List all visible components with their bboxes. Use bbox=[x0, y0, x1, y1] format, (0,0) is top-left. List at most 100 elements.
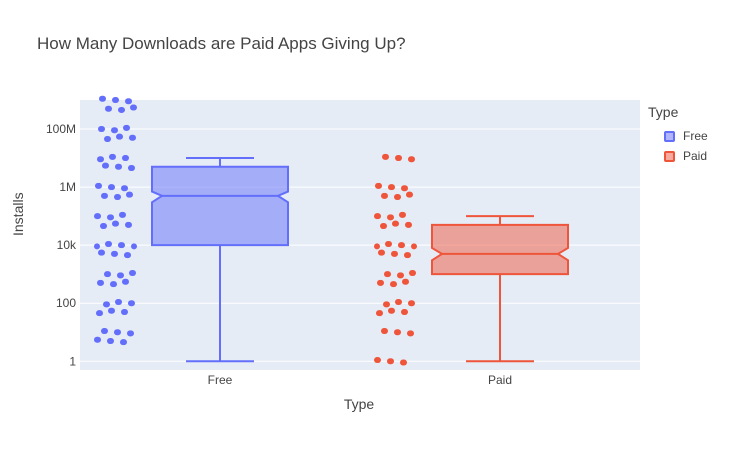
outlier-point bbox=[393, 220, 399, 227]
outlier-point bbox=[409, 300, 415, 307]
y-tick-label: 1M bbox=[59, 180, 76, 194]
outlier-point bbox=[113, 220, 119, 227]
outlier-point bbox=[117, 133, 123, 140]
outlier-point bbox=[395, 329, 401, 336]
outlier-point bbox=[396, 299, 402, 306]
outlier-point bbox=[124, 124, 130, 131]
outlier-point bbox=[381, 223, 387, 230]
chart-title: How Many Downloads are Paid Apps Giving … bbox=[37, 34, 406, 53]
outlier-point bbox=[386, 240, 392, 247]
outlier-point bbox=[119, 242, 125, 249]
outlier-point bbox=[402, 185, 408, 192]
outlier-point bbox=[103, 162, 109, 169]
outlier-point bbox=[128, 330, 134, 337]
outlier-point bbox=[116, 299, 122, 306]
outlier-point bbox=[374, 243, 380, 250]
outlier-point bbox=[96, 182, 102, 189]
y-tick-label: 100 bbox=[56, 296, 76, 310]
outlier-point bbox=[120, 211, 126, 218]
outlier-point bbox=[129, 300, 135, 307]
outlier-point bbox=[398, 272, 404, 279]
x-axis-label: Type bbox=[343, 396, 375, 412]
outlier-point bbox=[115, 194, 121, 201]
outlier-point bbox=[131, 104, 137, 111]
outlier-point bbox=[407, 191, 413, 198]
outlier-point bbox=[385, 271, 391, 278]
outlier-point bbox=[109, 307, 115, 314]
outlier-point bbox=[118, 272, 124, 279]
y-axis-label: Installs bbox=[10, 192, 26, 236]
outlier-point bbox=[122, 185, 128, 192]
box-paid bbox=[431, 223, 569, 276]
y-tick-label: 100M bbox=[46, 122, 76, 136]
outlier-point bbox=[399, 242, 405, 249]
outlier-point bbox=[99, 249, 105, 256]
outlier-point bbox=[108, 337, 114, 344]
outlier-point bbox=[126, 98, 132, 105]
outlier-point bbox=[388, 214, 394, 221]
outlier-points bbox=[94, 95, 417, 366]
x-tick-label: Paid bbox=[488, 373, 512, 387]
y-tick-label: 1 bbox=[69, 354, 76, 368]
outlier-point bbox=[395, 194, 401, 201]
outlier-point bbox=[95, 213, 101, 220]
outlier-point bbox=[126, 221, 132, 228]
outlier-point bbox=[109, 184, 115, 191]
outlier-point bbox=[112, 127, 118, 134]
outlier-point bbox=[105, 271, 111, 278]
legend-title: Type bbox=[648, 104, 679, 120]
outlier-point bbox=[95, 336, 101, 343]
outlier-point bbox=[108, 214, 114, 221]
outlier-point bbox=[111, 281, 117, 288]
outlier-point bbox=[110, 153, 116, 160]
outlier-point bbox=[377, 310, 383, 317]
outlier-point bbox=[378, 279, 384, 286]
outlier-point bbox=[382, 192, 388, 199]
outlier-point bbox=[391, 281, 397, 288]
outlier-point bbox=[401, 359, 407, 366]
outlier-point bbox=[98, 279, 104, 286]
outlier-point bbox=[129, 164, 135, 171]
outlier-point bbox=[389, 184, 395, 191]
outlier-point bbox=[113, 97, 119, 103]
legend-item-free[interactable]: Free bbox=[648, 126, 708, 146]
outlier-point bbox=[130, 269, 136, 276]
outlier-point bbox=[106, 105, 112, 112]
outlier-point bbox=[116, 163, 122, 170]
outlier-point bbox=[400, 211, 406, 218]
outlier-point bbox=[389, 307, 395, 314]
legend-swatch-free bbox=[664, 130, 675, 142]
outlier-point bbox=[382, 328, 388, 335]
outlier-point bbox=[409, 156, 415, 163]
outlier-point bbox=[125, 252, 131, 259]
outlier-point bbox=[127, 191, 133, 198]
outlier-point bbox=[384, 301, 390, 308]
legend-swatch-paid bbox=[664, 150, 675, 162]
outlier-point bbox=[102, 328, 108, 335]
outlier-point bbox=[130, 134, 136, 141]
x-axis-label-wrap: Type bbox=[0, 396, 735, 412]
boxes bbox=[151, 157, 569, 363]
x-tick-label: Free bbox=[208, 373, 233, 387]
x-tick-labels: Free Paid bbox=[208, 373, 512, 387]
outlier-point bbox=[406, 221, 412, 228]
outlier-point bbox=[402, 308, 408, 315]
outlier-point bbox=[121, 339, 127, 346]
legend-label-paid: Paid bbox=[683, 149, 708, 163]
outlier-point bbox=[131, 243, 137, 250]
box-free bbox=[151, 165, 289, 247]
legend-item-paid[interactable]: Paid bbox=[648, 146, 708, 166]
outlier-point bbox=[104, 301, 110, 308]
outlier-point bbox=[102, 192, 108, 199]
outlier-point bbox=[388, 358, 394, 365]
outlier-point bbox=[119, 106, 125, 113]
outlier-point bbox=[122, 308, 128, 315]
outlier-point bbox=[376, 182, 382, 189]
outlier-point bbox=[99, 126, 105, 133]
outlier-point bbox=[403, 278, 409, 285]
outlier-point bbox=[98, 156, 104, 163]
outlier-point bbox=[396, 155, 402, 162]
outlier-point bbox=[123, 155, 129, 162]
outlier-point bbox=[405, 252, 411, 259]
